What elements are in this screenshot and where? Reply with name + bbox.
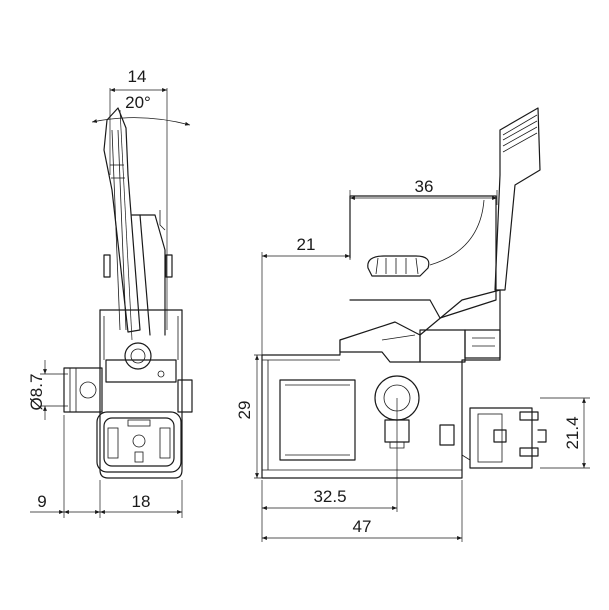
dim-21-4-label: 21.4	[563, 416, 582, 449]
dim-18-label: 18	[132, 492, 151, 511]
dim-36: 36	[349, 177, 498, 260]
dim-14-label: 14	[128, 67, 147, 86]
dim-47-label: 47	[353, 517, 372, 536]
dim-9-18: 9 18	[30, 415, 183, 518]
dim-21: 21	[261, 235, 350, 355]
dim-diameter: Ø8.7	[27, 360, 68, 420]
pivot-circle	[124, 342, 152, 370]
terminal-block	[461, 407, 547, 469]
dim-21-4: 21.4	[540, 397, 590, 469]
dim-29: 29	[235, 354, 262, 479]
dim-47: 47	[262, 480, 463, 542]
knob	[367, 255, 430, 277]
dim-21-label: 21	[297, 235, 316, 254]
dim-9-label: 9	[37, 492, 46, 511]
side-view	[261, 107, 547, 479]
end-view	[63, 107, 193, 479]
dim-diameter-label: Ø8.7	[27, 374, 46, 411]
trigger-blade	[494, 107, 541, 291]
dim-32-5: 32.5	[261, 398, 398, 542]
trigger-lever	[103, 107, 141, 333]
dim-36-label: 36	[415, 177, 434, 196]
dim-32-5-label: 32.5	[313, 487, 346, 506]
dim-14: 14	[109, 67, 168, 330]
dim-20deg-label: 20°	[125, 93, 151, 112]
dim-29-label: 29	[235, 401, 254, 420]
dim-20deg: 20°	[91, 93, 191, 341]
